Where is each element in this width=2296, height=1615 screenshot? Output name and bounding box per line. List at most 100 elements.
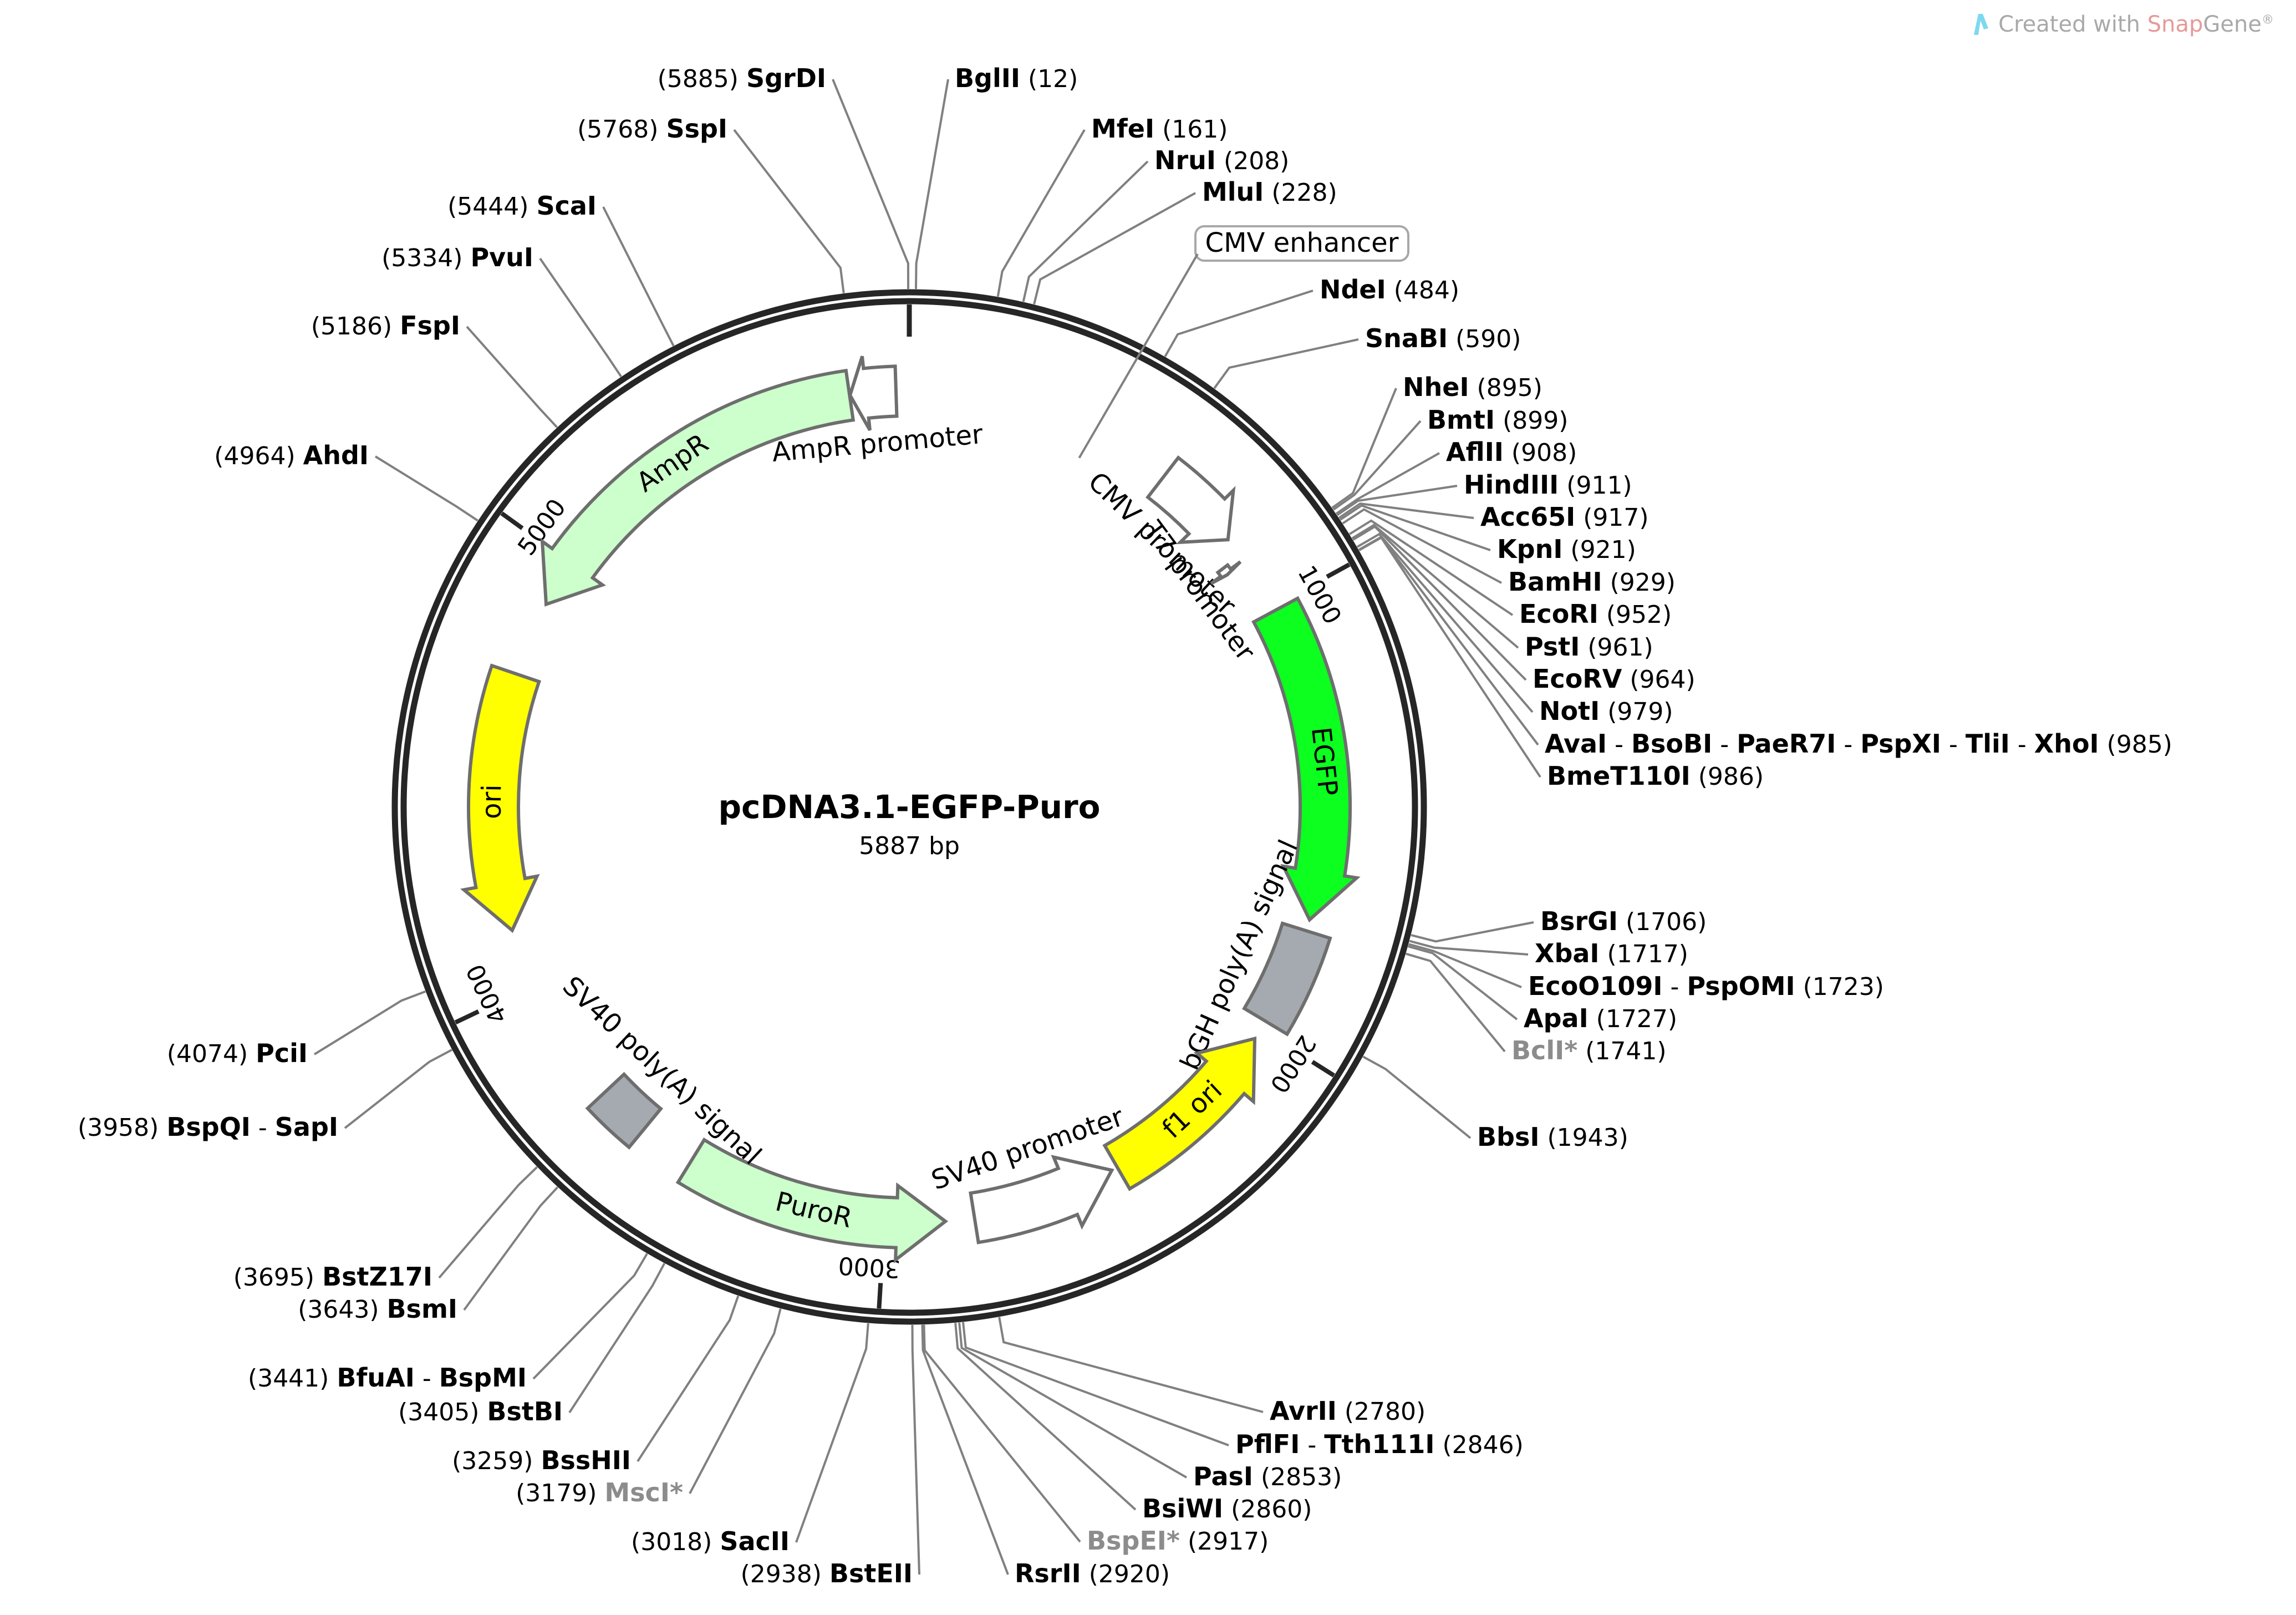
site-bstbi[interactable]: (3405) BstBI: [398, 1396, 563, 1426]
site-ndei[interactable]: NdeI (484): [1320, 275, 1459, 304]
site-pvui[interactable]: (5334) PvuI: [381, 242, 533, 272]
site-noti[interactable]: NotI (979): [1539, 696, 1673, 726]
site-label[interactable]: BglII (12): [955, 63, 1078, 93]
site-label[interactable]: PflFI - Tth111I (2846): [1235, 1429, 1524, 1459]
site-label[interactable]: (2938) BstEII: [741, 1558, 913, 1588]
site-sspi[interactable]: (5768) SspI: [577, 114, 727, 144]
site-xbai[interactable]: XbaI (1717): [1535, 938, 1688, 968]
site-ecorv[interactable]: EcoRV (964): [1533, 664, 1696, 694]
site-apai[interactable]: ApaI (1727): [1524, 1003, 1677, 1033]
site-bmti[interactable]: BmtI (899): [1427, 405, 1568, 435]
site-label[interactable]: (5768) SspI: [577, 114, 727, 144]
feature-sv40-poly-a-signal[interactable]: SV40 poly(A) signal: [557, 971, 767, 1171]
site-label[interactable]: BspEI* (2917): [1087, 1526, 1269, 1556]
site-bsiwi[interactable]: BsiWI (2860): [1142, 1494, 1312, 1523]
site-pasi[interactable]: PasI (2853): [1193, 1461, 1342, 1491]
feature-shape[interactable]: [1102, 1036, 1257, 1191]
site-bsrgi[interactable]: BsrGI (1706): [1540, 906, 1707, 936]
site-label[interactable]: NheI (895): [1403, 372, 1542, 402]
site-label[interactable]: AvaI - BsoBI - PaeR7I - PspXI - TliI - X…: [1545, 729, 2172, 759]
site-label[interactable]: EcoO109I - PspOMI (1723): [1528, 971, 1884, 1001]
site-label[interactable]: (3018) SacII: [631, 1526, 790, 1556]
site-label[interactable]: BmeT110I (986): [1547, 761, 1764, 791]
feature-shape[interactable]: [1210, 560, 1242, 585]
site-label[interactable]: HindIII (911): [1464, 470, 1632, 500]
site-label[interactable]: (4074) PciI: [167, 1038, 308, 1068]
site-bspqi-sapi[interactable]: (3958) BspQI - SapI: [78, 1112, 338, 1142]
site-hindiii[interactable]: HindIII (911): [1464, 470, 1632, 500]
site-bbsi[interactable]: BbsI (1943): [1477, 1122, 1628, 1152]
site-label[interactable]: BamHI (929): [1508, 567, 1676, 597]
site-label[interactable]: NotI (979): [1539, 696, 1673, 726]
feature-shape[interactable]: [1242, 921, 1332, 1037]
site-label[interactable]: PstI (961): [1525, 632, 1653, 662]
site-label[interactable]: (3958) BspQI - SapI: [78, 1112, 338, 1142]
site-label[interactable]: (5334) PvuI: [381, 242, 533, 272]
feature-egfp[interactable]: EGFP: [1251, 596, 1361, 923]
site-kpni[interactable]: KpnI (921): [1497, 534, 1636, 564]
site-nhei[interactable]: NheI (895): [1403, 372, 1542, 402]
feature-shape[interactable]: [540, 368, 856, 607]
feature-puror[interactable]: PuroR: [675, 1137, 949, 1263]
site-bsshii[interactable]: (3259) BssHII: [452, 1445, 631, 1475]
site-bglii[interactable]: BglII (12): [955, 63, 1078, 93]
site-bamhi[interactable]: BamHI (929): [1508, 567, 1676, 597]
site-label[interactable]: (3441) BfuAI - BspMI: [248, 1363, 527, 1393]
site-rsrii[interactable]: RsrII (2920): [1015, 1558, 1170, 1588]
site-label[interactable]: (5444) ScaI: [447, 191, 597, 221]
site-label[interactable]: (3643) BsmI: [298, 1294, 457, 1324]
site-msci[interactable]: (3179) MscI*: [516, 1477, 683, 1507]
site-bcli[interactable]: BclI* (1741): [1511, 1035, 1667, 1065]
site-aflii[interactable]: AflII (908): [1446, 437, 1577, 467]
feature-cmv-enhancer[interactable]: CMV enhancer: [1078, 225, 1409, 459]
feature-shape[interactable]: [675, 1137, 949, 1263]
site-label[interactable]: (4964) AhdI: [214, 440, 369, 470]
site-label[interactable]: MluI (228): [1202, 177, 1337, 207]
site-sgrdi[interactable]: (5885) SgrDI: [658, 63, 826, 93]
site-label[interactable]: BclI* (1741): [1511, 1035, 1667, 1065]
site-psti[interactable]: PstI (961): [1525, 632, 1653, 662]
site-label[interactable]: KpnI (921): [1497, 534, 1636, 564]
site-avai-bsobi-paer7i-pspxi-tlii-xhoi[interactable]: AvaI - BsoBI - PaeR7I - PspXI - TliI - X…: [1545, 729, 2172, 759]
feature-shape[interactable]: [848, 355, 899, 431]
site-label[interactable]: ApaI (1727): [1524, 1003, 1677, 1033]
site-label[interactable]: EcoRI (952): [1519, 599, 1672, 629]
site-sacii[interactable]: (3018) SacII: [631, 1526, 790, 1556]
site-mfei[interactable]: MfeI (161): [1091, 114, 1228, 144]
site-label[interactable]: AflII (908): [1446, 437, 1577, 467]
site-label[interactable]: (3259) BssHII: [452, 1445, 631, 1475]
site-bsteii[interactable]: (2938) BstEII: [741, 1558, 913, 1588]
site-bmet110i[interactable]: BmeT110I (986): [1547, 761, 1764, 791]
feature-shape[interactable]: [585, 1071, 664, 1150]
site-label[interactable]: (3405) BstBI: [398, 1396, 563, 1426]
site-mlui[interactable]: MluI (228): [1202, 177, 1337, 207]
site-label[interactable]: BmtI (899): [1427, 405, 1568, 435]
feature-shape[interactable]: [460, 663, 542, 933]
site-ecoo109i-pspomi[interactable]: EcoO109I - PspOMI (1723): [1528, 971, 1884, 1001]
site-snabi[interactable]: SnaBI (590): [1365, 323, 1521, 353]
feature-shape[interactable]: [969, 1155, 1114, 1245]
site-label[interactable]: NruI (208): [1154, 145, 1289, 175]
feature-shape[interactable]: [1251, 596, 1361, 923]
feature-sv40-promoter[interactable]: SV40 promoter: [928, 1101, 1128, 1245]
site-label[interactable]: NdeI (484): [1320, 275, 1459, 304]
site-label[interactable]: AvrII (2780): [1270, 1396, 1426, 1426]
site-bstz17i[interactable]: (3695) BstZ17I: [233, 1262, 432, 1292]
site-label[interactable]: SnaBI (590): [1365, 323, 1521, 353]
site-label[interactable]: (3179) MscI*: [516, 1477, 683, 1507]
feature-shape[interactable]: [1146, 455, 1236, 545]
site-ecori[interactable]: EcoRI (952): [1519, 599, 1672, 629]
site-label[interactable]: Acc65I (917): [1480, 502, 1649, 532]
site-label[interactable]: XbaI (1717): [1535, 938, 1688, 968]
site-label[interactable]: BsiWI (2860): [1142, 1494, 1312, 1523]
site-nrui[interactable]: NruI (208): [1154, 145, 1289, 175]
site-label[interactable]: (5186) FspI: [311, 311, 460, 341]
site-fspi[interactable]: (5186) FspI: [311, 311, 460, 341]
site-label[interactable]: MfeI (161): [1091, 114, 1228, 144]
site-label[interactable]: RsrII (2920): [1015, 1558, 1170, 1588]
site-scai[interactable]: (5444) ScaI: [447, 191, 597, 221]
site-label[interactable]: BbsI (1943): [1477, 1122, 1628, 1152]
site-bspei[interactable]: BspEI* (2917): [1087, 1526, 1269, 1556]
site-bsmi[interactable]: (3643) BsmI: [298, 1294, 457, 1324]
site-label[interactable]: BsrGI (1706): [1540, 906, 1707, 936]
